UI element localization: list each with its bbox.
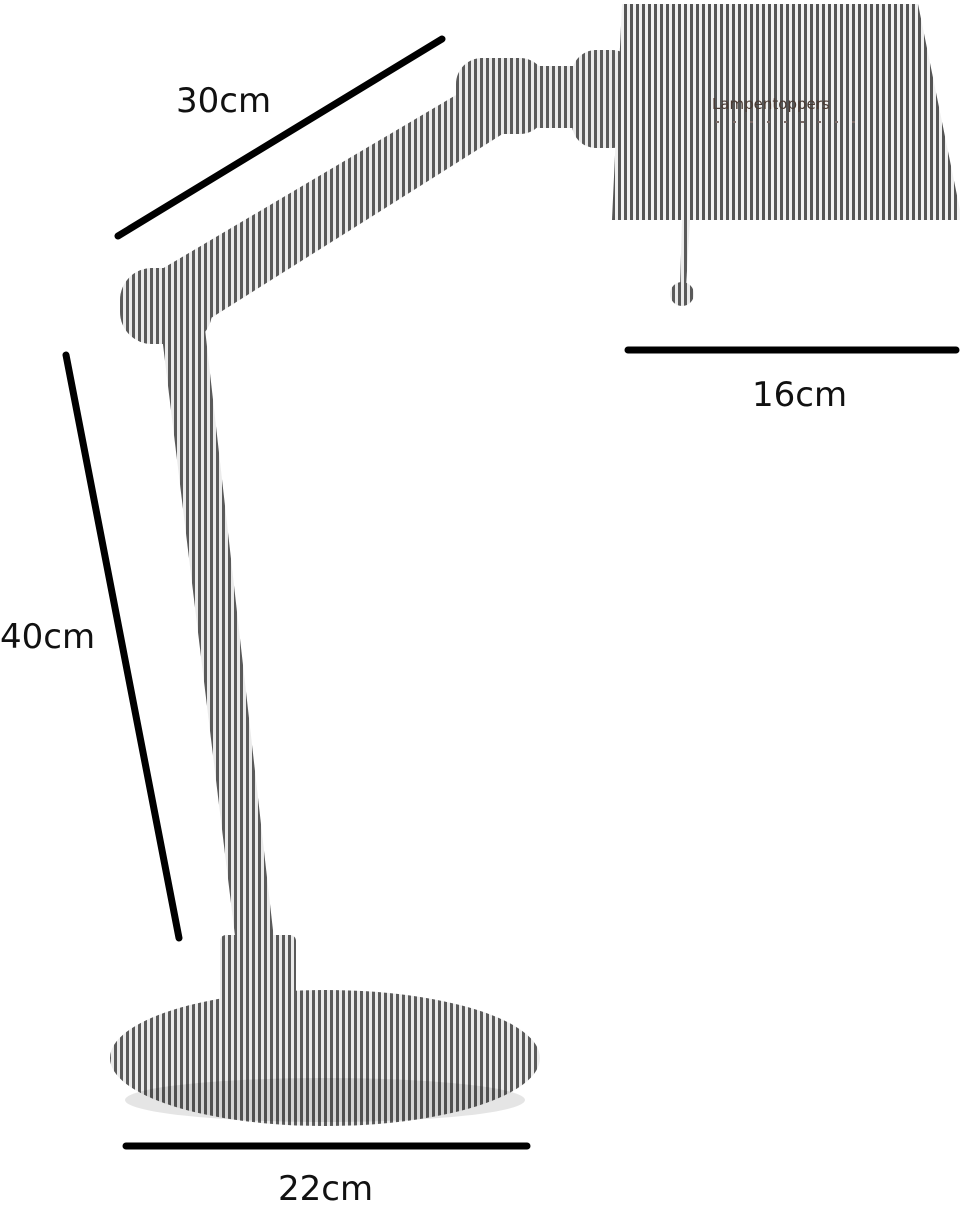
watermark-brand: Lampentoppers <box>712 95 830 113</box>
upper-arm <box>150 82 512 330</box>
pull-switch <box>670 220 694 306</box>
lamp-base <box>110 990 540 1126</box>
watermark-logo: Lampentoppers <box>712 95 864 123</box>
upper-arm-length-label: 30cm <box>176 81 272 121</box>
shade-width-label: 16cm <box>752 375 848 415</box>
dimension-line-lower-arm <box>62 351 183 942</box>
base-width-label: 22cm <box>278 1169 374 1209</box>
lower-arm <box>160 320 282 1010</box>
lamp-shade <box>612 4 960 220</box>
lower-arm-length-label: 40cm <box>0 617 96 657</box>
head-joint <box>456 50 636 148</box>
dimension-line-upper-arm <box>114 35 446 240</box>
dimension-lines <box>62 35 960 1150</box>
